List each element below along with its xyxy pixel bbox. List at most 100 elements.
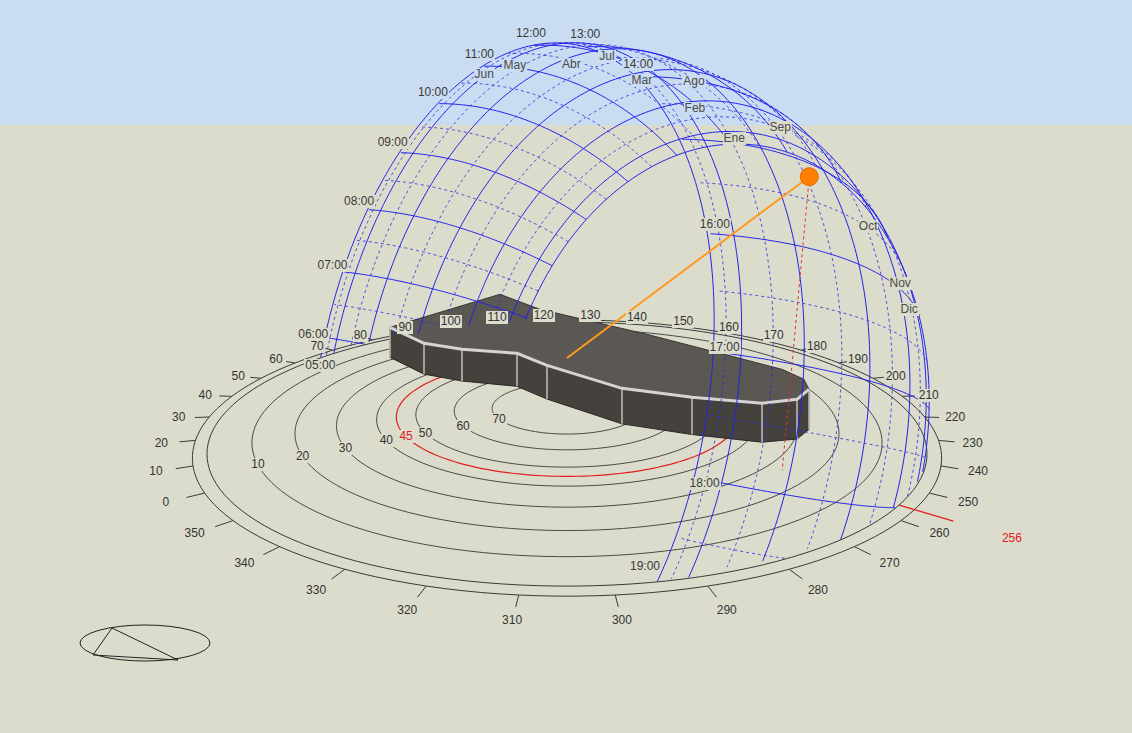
azimuth-label: 50 [231,370,246,383]
azimuth-label: 120 [533,309,555,322]
day-path [525,144,929,472]
hour-line [682,139,888,238]
azimuth-label: 100 [440,315,462,328]
hour-label: 11:00 [464,48,495,61]
azimuth-label: 190 [847,353,869,366]
window-mullion [808,389,810,429]
azimuth-label: 210 [918,389,940,402]
hour-label: 13:00 [569,28,601,41]
hour-label: 05:00 [304,359,336,372]
sky [0,0,1132,125]
azimuth-tick [418,586,427,597]
azimuth-label: 90 [397,321,412,334]
sun-azimuth-label: 256 [1001,532,1023,545]
window-mullion [389,327,391,357]
azimuth-label: 240 [967,465,989,478]
month-label: Mar [631,74,654,87]
azimuth-tick [195,417,209,418]
azimuth-label: 10 [148,465,163,478]
hour-line [439,104,628,182]
hour-line [717,352,930,409]
azimuth-label: 170 [763,329,785,342]
month-label: Jun [474,68,495,81]
azimuth-tick [789,569,802,579]
month-label: Sep [769,121,792,134]
azimuth-tick [219,395,232,396]
day-path [334,43,742,577]
building-roof [390,294,809,403]
half-hour-line [334,304,453,328]
compass-line [93,628,112,655]
azimuth-label: 280 [807,584,829,597]
day-path [510,131,927,481]
azimuth-label: 30 [171,411,186,424]
month-label: Ago [682,75,705,88]
hour-label: 14:00 [622,58,654,71]
azimuth-tick [901,521,919,527]
azimuth-label: 300 [611,614,633,627]
azimuth-tick [187,493,205,497]
azimuth-tick [176,466,193,469]
azimuth-tick [263,547,279,555]
azimuth-label: 350 [184,527,206,540]
altitude-label: 20 [295,450,310,463]
azimuth-tick [925,417,939,418]
azimuth-label: 340 [233,557,255,570]
altitude-label: 60 [455,420,470,433]
azimuth-label: 290 [716,604,738,617]
compass-line [112,628,178,660]
hour-label: 18:00 [689,477,721,490]
azimuth-label: 110 [486,311,507,324]
ground [0,125,1132,733]
azimuth-label: 200 [885,370,907,383]
azimuth-label: 70 [309,340,324,353]
azimuth-label: 60 [268,353,283,366]
azimuth-label: 150 [672,315,694,328]
hour-line [697,478,895,508]
sun-ray [567,177,809,358]
altitude-label: 10 [250,458,265,471]
window-mullion [423,343,425,374]
azimuth-tick [332,569,345,579]
hour-label: 10:00 [417,86,449,99]
roof-rim [390,327,809,403]
half-hour-line [560,43,758,146]
hour-line [638,77,841,184]
window-mullion [691,397,693,434]
azimuth-tick [939,440,955,441]
azimuth-tick [179,440,195,441]
azimuth-tick [929,493,947,497]
half-hour-line [419,127,606,199]
azimuth-tick [615,595,618,607]
azimuth-label: 220 [944,411,966,424]
month-label: Jul [598,50,615,63]
month-label: Abr [561,58,582,71]
day-path [321,43,714,581]
sun-path-grid [321,43,929,582]
azimuth-tick [325,348,332,350]
azimuth-label: 270 [879,557,901,570]
month-label: Ene [723,132,746,145]
half-hour-line [717,291,927,361]
altitude-label: 40 [379,434,394,447]
azimuth-label: 250 [957,496,979,509]
hour-label: 07:00 [316,259,348,272]
month-label: Dic [899,303,918,316]
day-path [418,70,869,540]
hour-line [401,153,586,220]
azimuth-label: 0 [162,496,171,509]
azimuth-label: 20 [154,437,169,450]
window-mullion [546,365,548,399]
azimuth-label: 80 [353,329,368,342]
azimuth-label: 140 [626,311,648,324]
azimuth-label: 40 [198,389,213,402]
azimuth-tick [708,586,717,597]
azimuth-tick [941,466,958,469]
azimuth-label: 320 [396,604,418,617]
day-path-dashed [490,117,920,497]
azimuth-tick [250,377,261,379]
altitude-label: 70 [491,413,506,426]
azimuth-label: 330 [305,584,327,597]
azimuth-label: 180 [806,340,828,353]
